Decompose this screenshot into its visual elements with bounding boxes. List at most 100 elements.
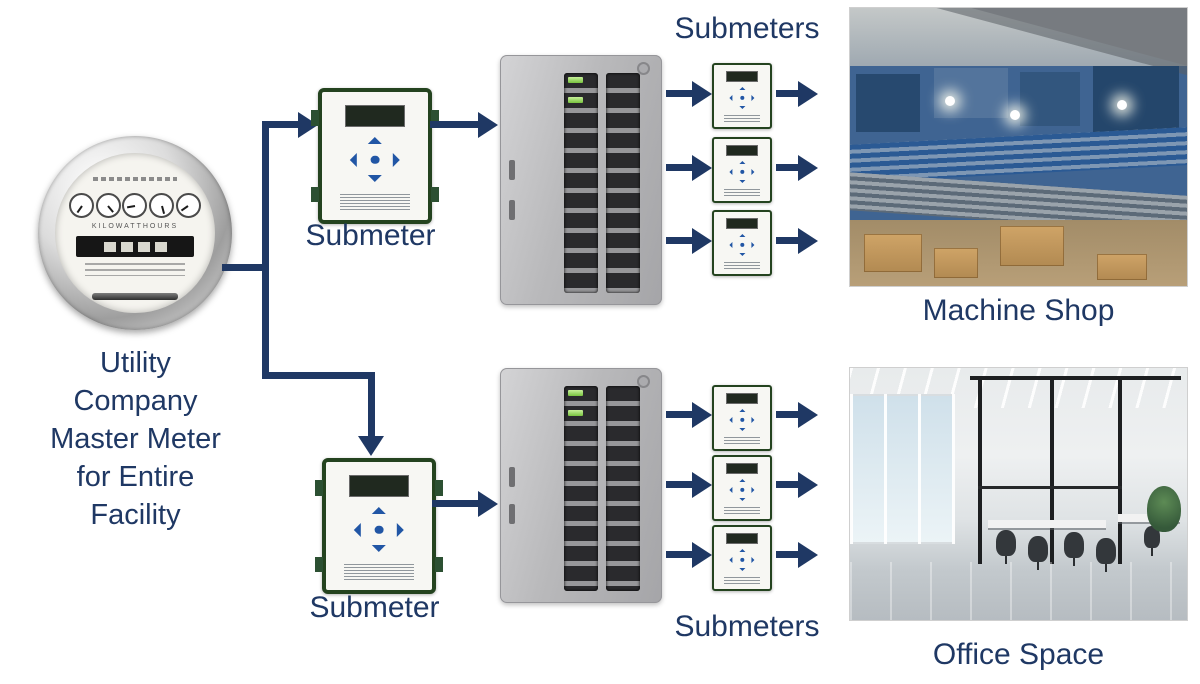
submeter-nameplate-lines [723, 576, 761, 586]
keypad-down-icon [739, 498, 745, 502]
keypad-left-icon [729, 95, 733, 102]
submeter-display [726, 533, 758, 544]
meter-dial [69, 193, 95, 218]
office-window [850, 394, 955, 544]
office-chair [996, 530, 1016, 556]
keypad-up-icon [739, 408, 745, 412]
submeter-bottom-label: Submeter [309, 591, 440, 624]
keypad-right-icon [751, 242, 755, 249]
arrowhead-panel-to-submeter-6 [692, 542, 712, 568]
arrowhead-panel-to-submeter-1 [692, 81, 712, 107]
master-meter-label: Utility Company Master Meter for Entire … [50, 347, 221, 531]
meter-dials [69, 193, 201, 218]
submeter-display [726, 145, 758, 156]
glass-partition-frame [1050, 376, 1054, 564]
keypad-left-icon [353, 522, 361, 537]
submeter-keypad [729, 160, 755, 184]
meter-register [137, 241, 150, 252]
mounting-tab [314, 479, 323, 496]
keypad-left-icon [729, 169, 733, 176]
breaker-panel-bottom [500, 368, 662, 603]
meter-dial [175, 193, 201, 218]
arrowhead-submeter-3-to-load [798, 228, 818, 254]
keypad-up-icon [739, 478, 745, 482]
submeter-nameplate-lines [340, 194, 410, 213]
keypad-left-icon [729, 487, 733, 494]
line-panel-to-submeter-3 [666, 237, 692, 244]
line-trunk-vertical [262, 121, 269, 379]
breaker-led-green [568, 97, 583, 103]
machine-shop-caption: Machine Shop [922, 294, 1115, 327]
keypad-left-icon [729, 417, 733, 424]
utility-master-meter: KILOWATTHOURS [38, 136, 232, 330]
mounting-tab [435, 556, 444, 573]
mounting-tab [310, 186, 319, 203]
office-floor [850, 562, 1187, 620]
office-plant [1147, 486, 1181, 532]
line-panel-to-submeter-5 [666, 481, 692, 488]
panel-hinge-slot [509, 504, 515, 525]
breaker-column-right [606, 73, 640, 293]
cardboard-box [1000, 226, 1064, 266]
panel-screw-icon [637, 375, 650, 388]
keypad-right-icon [751, 169, 755, 176]
keypad-center-icon [739, 487, 745, 493]
machine-shop-photo [850, 8, 1187, 286]
submeter-keypad [729, 478, 755, 502]
meter-nameplate-lines [85, 263, 185, 277]
mounting-tab [431, 109, 440, 126]
line-submeter-4-to-load [776, 411, 798, 418]
keypad-left-icon [349, 152, 357, 167]
keypad-down-icon [367, 175, 382, 183]
submeter-nameplate-lines [723, 261, 761, 271]
line-master-stub [222, 264, 269, 271]
keypad-center-icon [370, 155, 380, 164]
submeter-keypad [729, 86, 755, 110]
line-submeter-2-to-load [776, 164, 798, 171]
arrowhead-panel-to-submeter-4 [692, 402, 712, 428]
line-submeter-5-to-load [776, 481, 798, 488]
line-submeter-3-to-load [776, 237, 798, 244]
submeter-device-top [310, 88, 440, 224]
factory-machine [856, 74, 920, 132]
line-panel-to-submeter-4 [666, 411, 692, 418]
office-chair [1064, 532, 1084, 558]
submeter-nameplate-lines [723, 506, 761, 516]
meter-register-band [75, 236, 195, 257]
small-submeter-top-3 [712, 210, 772, 276]
submeter-keypad [729, 548, 755, 572]
arrowhead-panel-to-submeter-3 [692, 228, 712, 254]
breaker-led-green [568, 410, 583, 416]
small-submeter-top-1 [712, 63, 772, 129]
submeter-display [726, 71, 758, 82]
submeter-display [726, 463, 758, 474]
breaker-panel-top [500, 55, 662, 305]
meter-face: KILOWATTHOURS [55, 153, 215, 313]
office-space-photo [850, 368, 1187, 620]
submeter-display [726, 218, 758, 229]
keypad-down-icon [739, 253, 745, 257]
arrowhead-submeter-6-to-load [798, 542, 818, 568]
glass-partition-frame [978, 486, 1122, 489]
cardboard-box [1097, 254, 1147, 280]
meter-register [120, 241, 133, 252]
office-chair [1144, 526, 1160, 548]
panel-hinge-slot [509, 160, 515, 180]
breaker-column-left [564, 386, 598, 591]
breaker-led-green [568, 77, 583, 83]
meter-dial [95, 193, 121, 218]
submeters-top-label: Submeters [674, 12, 820, 45]
line-top-submeter-to-panel [430, 121, 478, 128]
submeter-keypad [729, 408, 755, 432]
submeter-display [349, 474, 409, 497]
line-panel-to-submeter-6 [666, 551, 692, 558]
submeter-display [345, 104, 405, 127]
cardboard-box [864, 234, 922, 272]
meter-kilowatthours-text: KILOWATTHOURS [91, 223, 179, 231]
submeter-nameplate-lines [723, 436, 761, 446]
submeter-keypad [729, 233, 755, 257]
factory-light [945, 96, 955, 106]
keypad-up-icon [739, 160, 745, 164]
keypad-down-icon [371, 545, 386, 553]
keypad-right-icon [751, 487, 755, 494]
